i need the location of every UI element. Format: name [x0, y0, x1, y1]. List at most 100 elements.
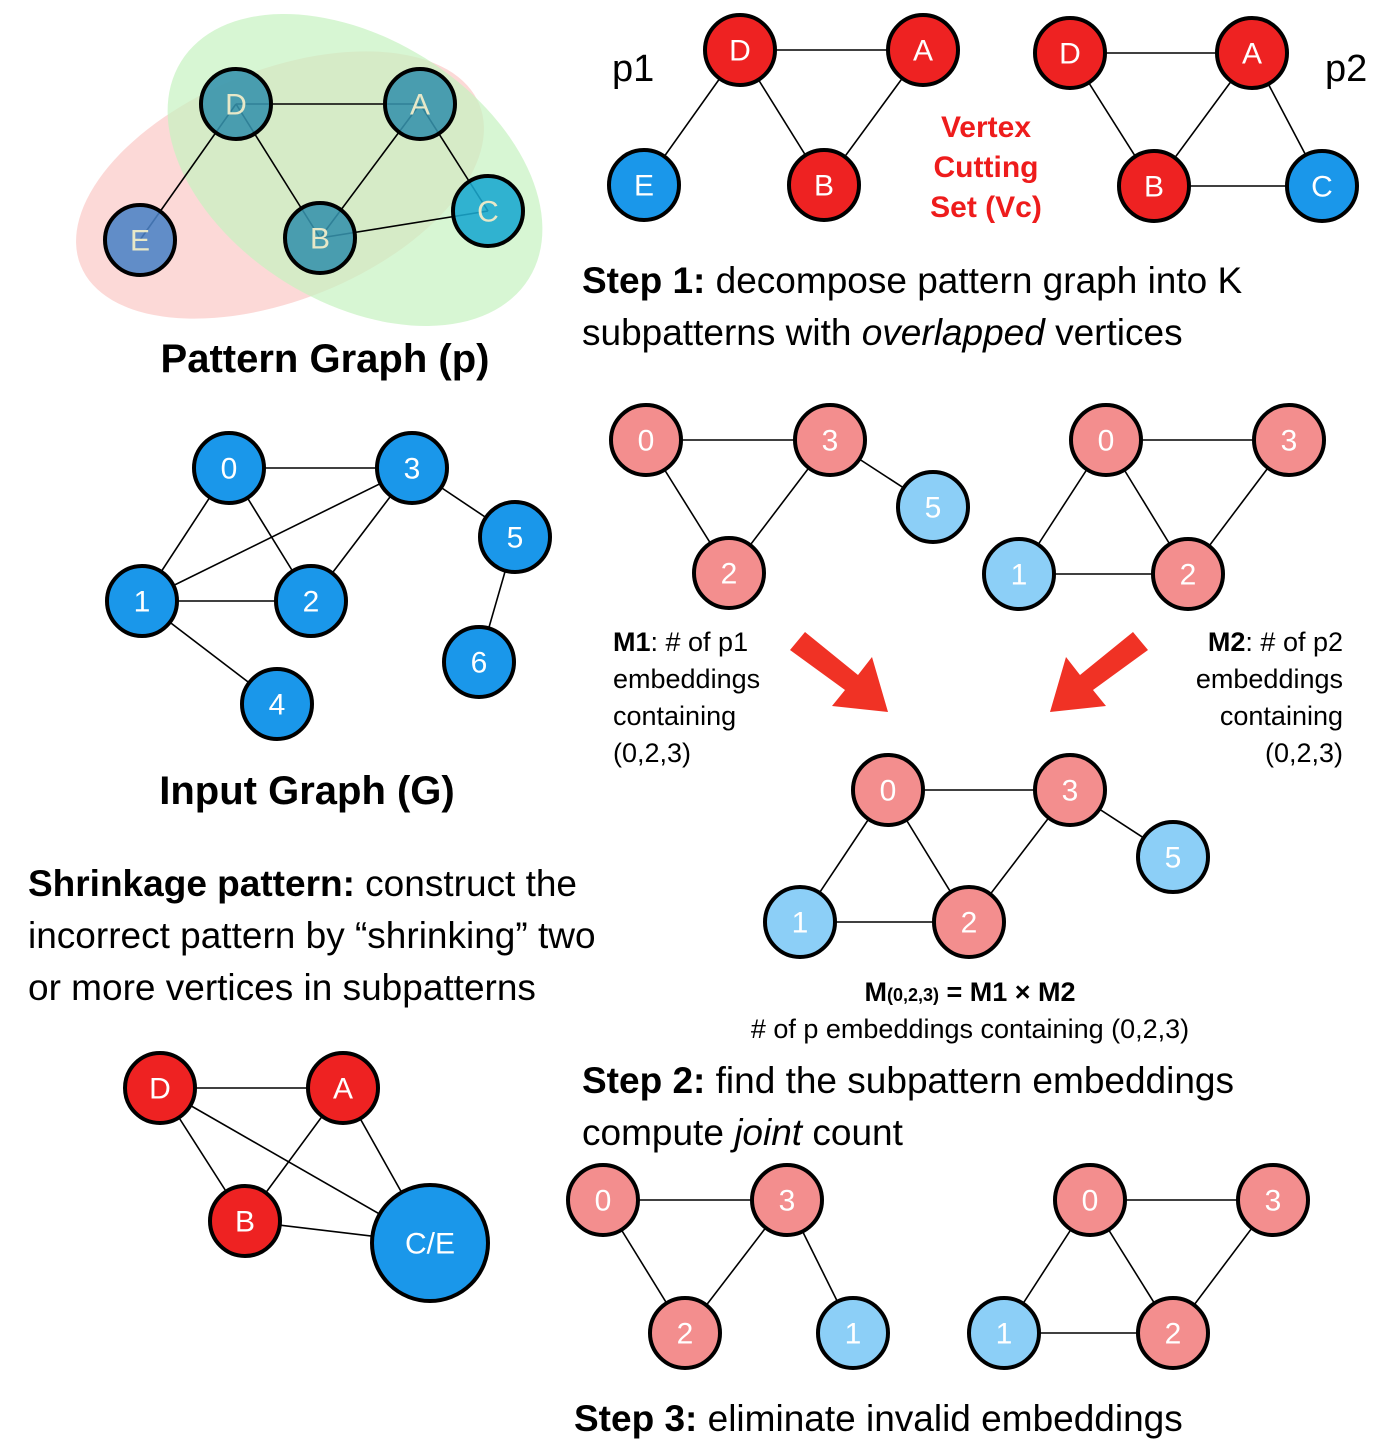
step-2-text-2c: count [802, 1112, 903, 1153]
node-6 [442, 625, 516, 699]
step-1-text-2a: subpatterns with [582, 312, 862, 353]
node-label-2: 2 [721, 558, 738, 591]
node-label-1: 1 [845, 1318, 862, 1351]
step-3-title: Step 3: [574, 1398, 698, 1439]
node-label-6: 6 [471, 647, 488, 680]
node-label-E: E [634, 170, 654, 203]
embedding-p1: 0 3 5 2 [609, 403, 970, 610]
node-5 [1136, 820, 1210, 894]
node-label-A: A [410, 89, 430, 122]
node-label-0: 0 [1098, 425, 1115, 458]
node-1 [105, 564, 179, 638]
node-3 [1252, 403, 1326, 477]
node-label-2: 2 [303, 586, 320, 619]
node-label-E: E [130, 225, 150, 258]
node-5 [478, 500, 552, 574]
node-label-0: 0 [1082, 1185, 1099, 1218]
m1-line-2: embeddings [613, 664, 761, 694]
step-1-title: Step 1: [582, 260, 706, 301]
node-label-D: D [729, 35, 751, 68]
node-label-C: C [477, 196, 499, 229]
m1-note: M1: # of p1 embeddings containing (0,2,3… [613, 624, 760, 772]
node-label-5: 5 [1165, 842, 1182, 875]
node-label-B: B [814, 170, 834, 203]
node-label-3: 3 [822, 425, 839, 458]
arrow-m2 [1050, 632, 1148, 712]
node-A [886, 13, 960, 87]
arrow-m1 [790, 632, 888, 712]
formula-m: M [864, 977, 887, 1007]
m2-line-1: M2: # of p2 [1100, 624, 1343, 661]
formula-rest: = M1 × M2 [938, 977, 1076, 1007]
node-D [703, 13, 777, 87]
node-B [1117, 149, 1191, 223]
node-label-3: 3 [1265, 1185, 1282, 1218]
node-1 [816, 1296, 890, 1370]
vc-line-1: Vertex [940, 111, 1032, 144]
vertex-cutting-set-label: Vertex Cutting Set (Vc) [886, 108, 1086, 228]
node-2 [274, 564, 348, 638]
node-3 [750, 1163, 824, 1237]
step-2-text-2b: joint [734, 1112, 803, 1153]
joint-count-formula: M(0,2,3) = M1 × M2 [700, 977, 1240, 1008]
node-4 [240, 667, 314, 741]
node-label-0: 0 [638, 425, 655, 458]
node-2 [1151, 537, 1225, 611]
step-2-text: find the subpattern embeddings [705, 1060, 1235, 1101]
node-0 [192, 431, 266, 505]
p1-label: p1 [612, 48, 655, 90]
node-B [283, 201, 357, 275]
node-label-0: 0 [880, 775, 897, 808]
m2-text-1: : # of p2 [1245, 627, 1343, 657]
m1-text-1: : # of p1 [650, 627, 749, 657]
node-5 [896, 470, 970, 544]
node-label-3: 3 [1062, 775, 1079, 808]
node-label-1: 1 [792, 907, 809, 940]
shrinkage-description: Shrinkage pattern: construct the incorre… [28, 858, 596, 1014]
shrinkage-title: Shrinkage pattern: [28, 863, 355, 904]
node-label-5: 5 [507, 522, 524, 555]
shrinkage-line-2: incorrect pattern by “shrinking” two [28, 915, 596, 956]
node-0 [851, 753, 925, 827]
m2-note: M2: # of p2 embeddings containing (0,2,3… [1100, 624, 1343, 772]
p2-label: p2 [1325, 48, 1368, 90]
node-label-0: 0 [221, 453, 238, 486]
edge-1-3 [141, 467, 413, 602]
m1-line-4: (0,2,3) [613, 738, 692, 768]
node-label-C: C [1311, 171, 1333, 204]
step-3-description: Step 3: eliminate invalid embeddings [574, 1398, 1183, 1441]
shrinkage-text-1: construct the [354, 863, 578, 904]
pattern-graph-caption: Pattern Graph (p) [160, 337, 490, 381]
node-2 [1136, 1296, 1210, 1370]
vc-line-2: Cutting [933, 151, 1039, 184]
node-label-1: 1 [1011, 559, 1028, 592]
step-1-description: Step 1: decompose pattern graph into K s… [582, 255, 1242, 359]
node-A [1215, 16, 1289, 90]
node-1 [967, 1296, 1041, 1370]
step-1-text-2c: vertices [1044, 312, 1183, 353]
node-B [787, 148, 861, 222]
m1-line-3: containing [613, 701, 737, 731]
step-2-text-2a: compute [582, 1112, 735, 1153]
m2-line-4: (0,2,3) [1264, 738, 1343, 768]
m1-title: M1 [613, 627, 651, 657]
node-3 [1236, 1163, 1310, 1237]
shrinkage-line-1: Shrinkage pattern: construct the [28, 858, 596, 910]
node-label-D: D [149, 1073, 171, 1106]
node-3 [1033, 753, 1107, 827]
node-label-3: 3 [404, 453, 421, 486]
node-label-2: 2 [1165, 1318, 1182, 1351]
node-label-A: A [1242, 38, 1262, 71]
node-0 [1069, 403, 1143, 477]
node-E [103, 203, 177, 277]
node-label-5: 5 [925, 492, 942, 525]
node-label-B: B [310, 223, 330, 256]
